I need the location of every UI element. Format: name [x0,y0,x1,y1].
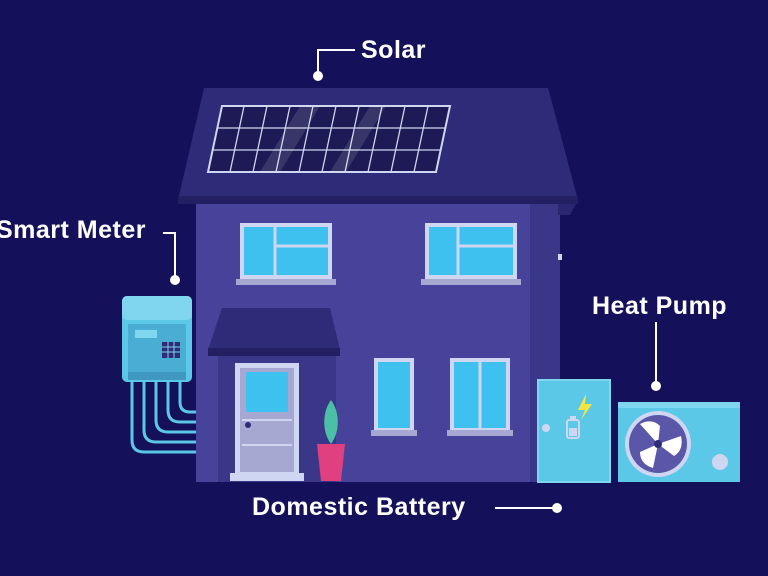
solar-panel [206,105,452,173]
lightning-bolt-icon [578,394,592,420]
smart-meter-callout-dot [170,275,180,285]
fan-icon [625,411,691,477]
window-upper-left [236,223,336,285]
heat-pump-label: Heat Pump [592,292,728,320]
front-door [230,363,304,481]
domestic-battery-label: Domestic Battery [252,493,466,521]
window-lower-right [447,358,513,436]
window-lower-left [371,358,417,436]
heat-pump-callout-dot [651,381,661,391]
solar-label: Solar [361,36,427,64]
battery-icon [566,416,580,439]
roof-eave [178,196,578,204]
solar-callout-line [317,49,355,76]
smart-meter-callout-line [163,232,176,280]
window-upper-right [421,223,521,285]
solar-callout-dot [313,71,323,81]
smart-meter-label: Smart Meter [0,216,146,244]
heat-pump [618,402,740,482]
battery-callout-dot [552,503,562,513]
smart-meter [122,296,192,382]
domestic-battery [537,379,611,483]
potted-plant [317,400,345,481]
callout-lines [163,49,661,513]
smart-meter-cables [130,380,196,454]
